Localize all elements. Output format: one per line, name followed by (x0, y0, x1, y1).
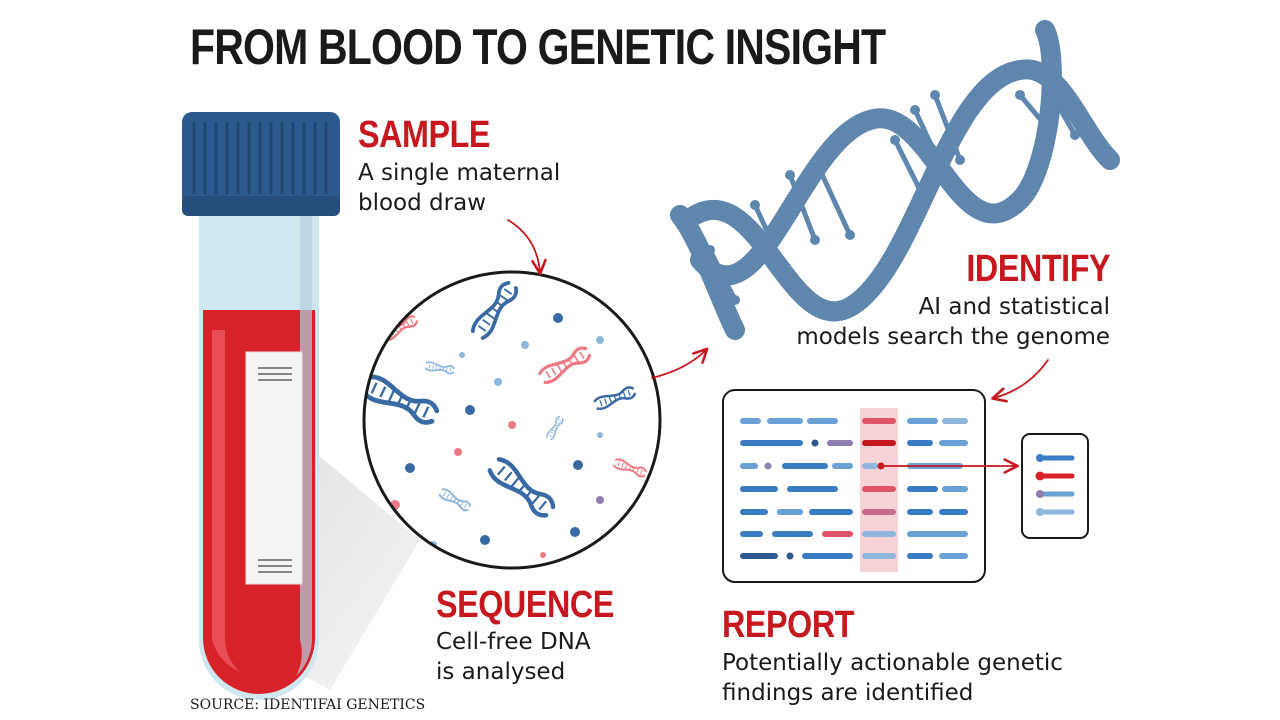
identify-heading: IDENTIFY (966, 248, 1110, 290)
report-text: Potentially actionable genetic findings … (722, 650, 1063, 706)
report-card-icon (1021, 433, 1089, 539)
identify-text: AI and statistical models search the gen… (796, 294, 1110, 350)
report-heading: REPORT (722, 604, 855, 646)
sequence-text: Cell-free DNA is analysed (436, 629, 591, 685)
source-credit: SOURCE: IDENTIFAI GENETICS (190, 697, 426, 713)
sample-text: A single maternal blood draw (358, 160, 561, 216)
genome-grid-icon (722, 389, 986, 583)
page-title: FROM BLOOD TO GENETIC INSIGHT (190, 19, 886, 75)
blood-tube-icon (182, 112, 420, 700)
sequence-heading: SEQUENCE (436, 584, 614, 626)
arrow-icon (507, 219, 1049, 474)
magnifier-circle-icon (362, 270, 662, 570)
dna-helix-icon (670, 20, 1120, 340)
sample-heading: SAMPLE (358, 114, 491, 156)
